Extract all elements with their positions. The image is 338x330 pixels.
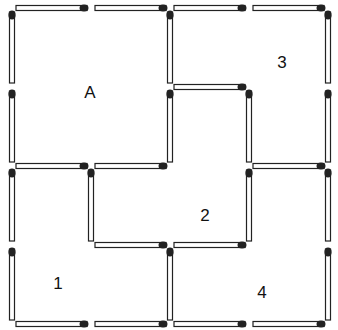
matchstick xyxy=(324,248,331,321)
matchstick xyxy=(8,248,15,321)
matchstick xyxy=(245,169,252,242)
region-label: 2 xyxy=(200,207,209,224)
vertical-matches xyxy=(8,11,331,321)
matchstick xyxy=(16,4,89,11)
matchstick xyxy=(174,241,247,248)
region-label: A xyxy=(84,84,95,101)
region-label: 4 xyxy=(257,284,266,301)
matchstick xyxy=(253,320,326,327)
region-label: 3 xyxy=(277,54,286,71)
matchstick xyxy=(166,90,173,163)
matchstick xyxy=(166,11,173,84)
matchstick xyxy=(253,162,326,169)
matchstick xyxy=(174,4,247,11)
matchstick xyxy=(166,248,173,321)
matchstick xyxy=(95,241,168,248)
matchstick xyxy=(245,90,252,163)
matchstick xyxy=(324,11,331,84)
matchstick xyxy=(87,169,94,242)
matchstick xyxy=(95,162,168,169)
matchstick xyxy=(8,169,15,242)
matchstick xyxy=(174,83,247,90)
matchstick xyxy=(16,320,89,327)
horizontal-matches xyxy=(16,4,326,327)
matchstick xyxy=(324,169,331,242)
matchstick xyxy=(8,11,15,84)
matchstick xyxy=(324,90,331,163)
region-label: 1 xyxy=(53,275,62,292)
matchstick xyxy=(95,320,168,327)
matchstick xyxy=(253,4,326,11)
matchstick xyxy=(95,4,168,11)
matchstick xyxy=(8,90,15,163)
matchstick xyxy=(174,320,247,327)
matchstick xyxy=(16,162,89,169)
